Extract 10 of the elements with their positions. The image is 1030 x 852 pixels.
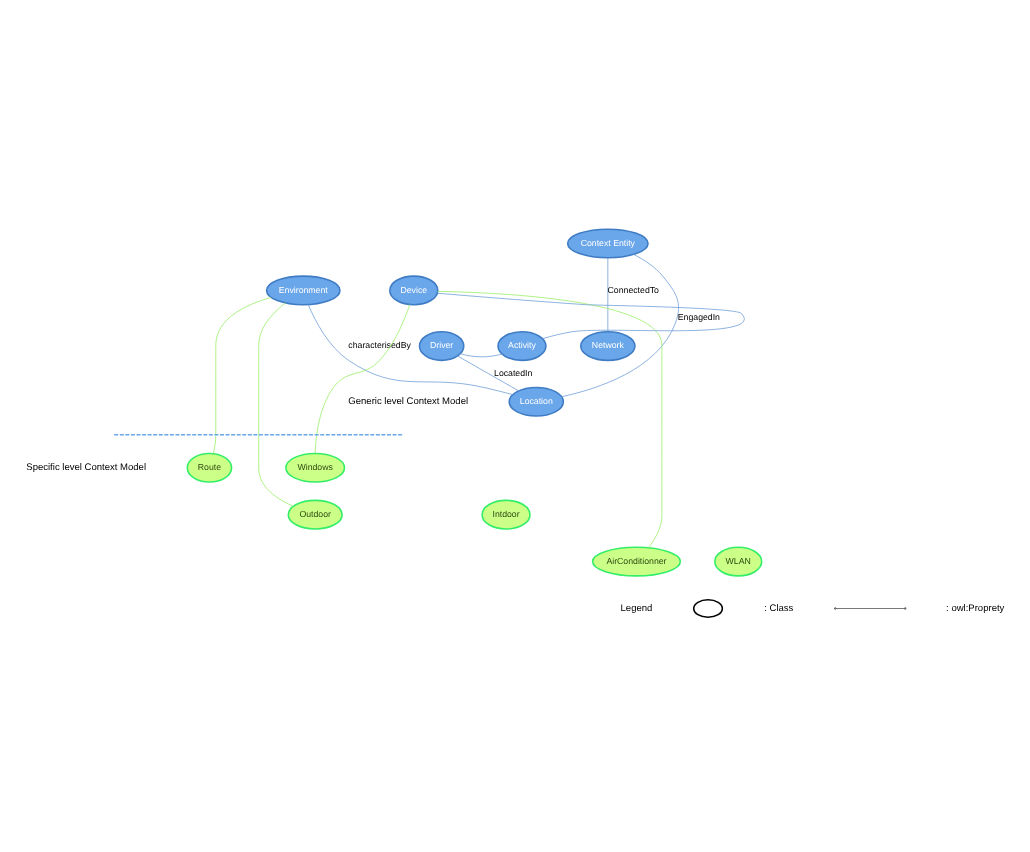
connector	[258, 302, 294, 507]
connector	[457, 355, 519, 392]
connector	[460, 353, 503, 358]
connector	[561, 254, 679, 398]
connector	[314, 304, 411, 454]
connector	[607, 257, 609, 332]
connector	[307, 304, 513, 395]
connector	[437, 291, 663, 548]
connector	[212, 297, 272, 454]
connector	[437, 292, 745, 340]
